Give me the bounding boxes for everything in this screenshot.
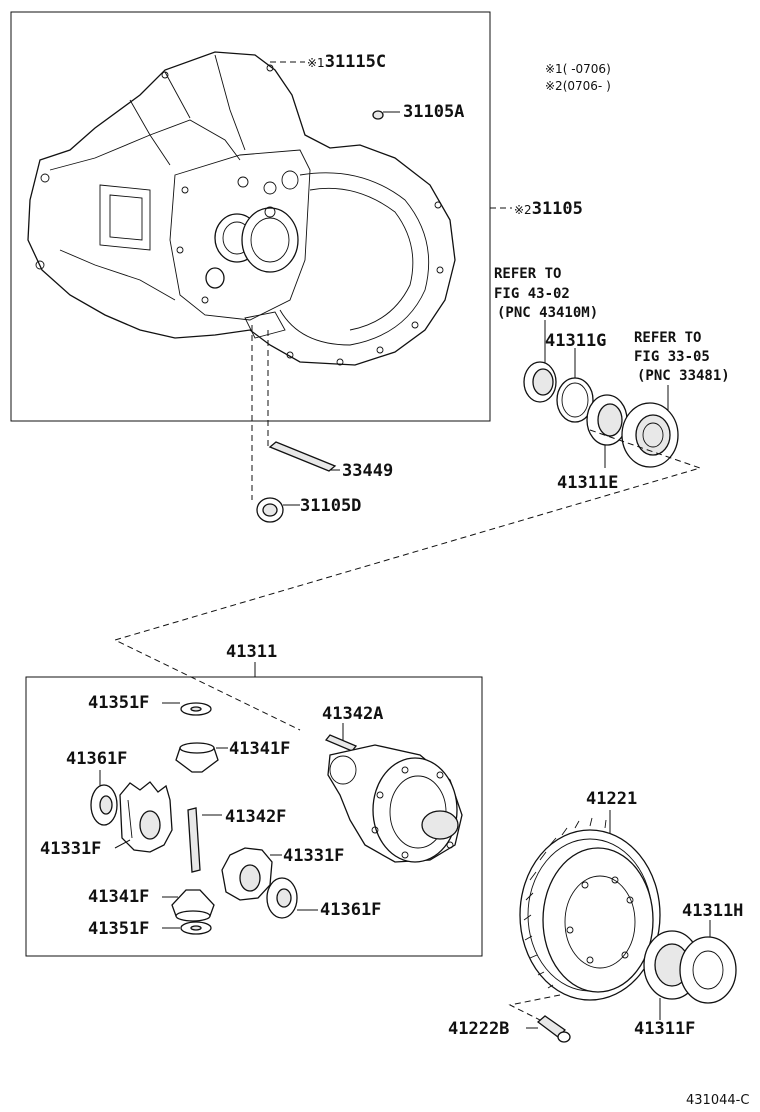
housing-group-frame bbox=[10, 11, 491, 422]
callout-41222B: 41222B bbox=[448, 1019, 509, 1039]
part-41342A-pin bbox=[324, 734, 358, 752]
part-41222B-bolt bbox=[536, 1015, 571, 1043]
callout-41311H: 41311H bbox=[682, 901, 743, 921]
part-41331F-side-gear-left bbox=[119, 781, 173, 853]
callout-41341F-top: 41341F bbox=[229, 739, 290, 759]
part-41341F-pinion-top bbox=[175, 742, 219, 773]
part-41351F-washer-top bbox=[180, 702, 212, 716]
callout-41351F-top: 41351F bbox=[88, 693, 149, 713]
callout-41311G: 41311G bbox=[545, 331, 606, 351]
callout-41221: 41221 bbox=[586, 789, 637, 809]
leader-41222B-dashed bbox=[508, 994, 561, 1031]
reference-1-line3: (PNC 43410M) bbox=[497, 305, 598, 321]
callout-41311E: 41311E bbox=[557, 473, 618, 493]
part-41361F-thrust-washer-left bbox=[90, 784, 118, 826]
reference-2-line3: (PNC 33481) bbox=[637, 368, 730, 384]
part-43410M-seal bbox=[523, 361, 557, 403]
differential-group-frame bbox=[25, 676, 483, 957]
reference-2-line2: FIG 33-05 bbox=[634, 349, 710, 365]
reference-1-line1: REFER TO bbox=[494, 266, 561, 282]
legend-note-2: ※2(0706- ) bbox=[545, 79, 611, 93]
reference-2-line1: REFER TO bbox=[634, 330, 701, 346]
callout-41342F: 41342F bbox=[225, 807, 286, 827]
part-41342F-pinion-shaft bbox=[187, 807, 201, 873]
part-41341F-pinion-bottom bbox=[171, 889, 215, 922]
part-differential-case bbox=[327, 744, 463, 863]
part-33449-rod bbox=[268, 441, 337, 472]
part-31105D-seal bbox=[256, 497, 284, 523]
callout-41331F-right: 41331F bbox=[283, 846, 344, 866]
callout-41361F-left: 41361F bbox=[66, 749, 127, 769]
callout-41342A: 41342A bbox=[322, 704, 383, 724]
part-41311H-bearing bbox=[643, 930, 737, 1004]
callout-41331F-left: 41331F bbox=[40, 839, 101, 859]
part-41331F-side-gear-right bbox=[221, 847, 273, 901]
callout-41311: 41311 bbox=[226, 642, 277, 662]
callout-31105: ※231105 bbox=[514, 199, 583, 219]
transaxle-housing-illustration bbox=[27, 51, 456, 366]
callout-31105D: 31105D bbox=[300, 496, 361, 516]
leader-41331F-left bbox=[114, 839, 131, 849]
figure-id: 431044-C bbox=[686, 1093, 749, 1108]
part-41311E-bearing bbox=[586, 394, 628, 446]
part-41361F-thrust-washer-right bbox=[266, 877, 298, 919]
part-41351F-washer-bottom bbox=[180, 921, 212, 935]
part-41221-ring-gear bbox=[519, 817, 661, 1001]
callout-41351F-bottom: 41351F bbox=[88, 919, 149, 939]
callout-31115C: ※131115C bbox=[307, 52, 386, 72]
legend-note-1: ※1( -0706) bbox=[545, 62, 611, 76]
reference-1-line2: FIG 43-02 bbox=[494, 286, 570, 302]
assembly-axis-line bbox=[113, 429, 702, 731]
callout-41311F: 41311F bbox=[634, 1019, 695, 1039]
part-33481-bearing-race bbox=[621, 402, 679, 468]
callout-33449: 33449 bbox=[342, 461, 393, 481]
callout-31105A: 31105A bbox=[403, 102, 464, 122]
callout-41341F-bottom: 41341F bbox=[88, 887, 149, 907]
callout-41361F-right: 41361F bbox=[320, 900, 381, 920]
